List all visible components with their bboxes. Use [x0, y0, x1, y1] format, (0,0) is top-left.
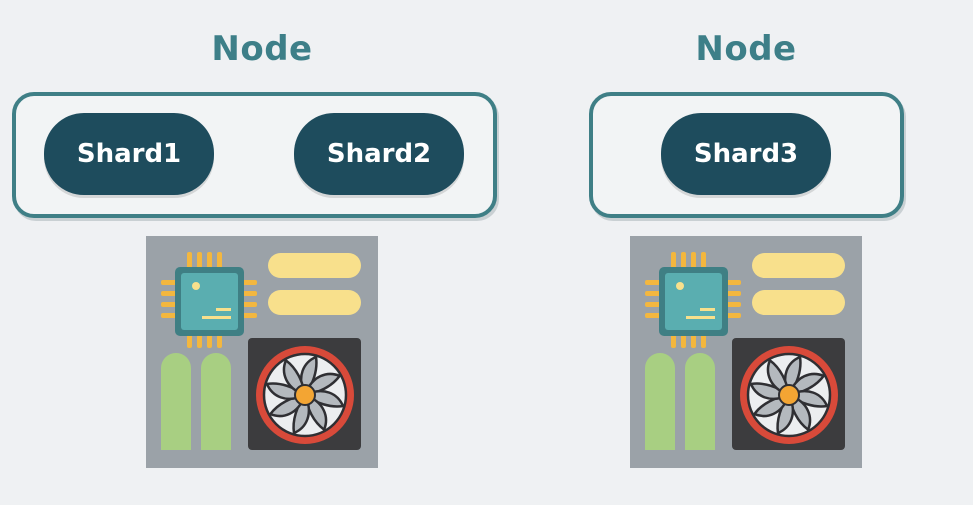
- cpu-chip-icon: [175, 267, 244, 336]
- node-1-title: Node: [211, 29, 313, 69]
- node-2-title: Node: [695, 29, 797, 69]
- cooling-fan-icon: [248, 338, 361, 450]
- ram-stick-2: [268, 290, 361, 315]
- expansion-slot-2: [201, 353, 231, 450]
- motherboard-icon: [146, 236, 378, 468]
- cpu-chip-icon: [659, 267, 728, 336]
- expansion-slot-1: [645, 353, 675, 450]
- shard-3: Shard3: [661, 113, 831, 195]
- shard-1: Shard1: [44, 113, 214, 195]
- expansion-slot-2: [685, 353, 715, 450]
- motherboard-icon: [630, 236, 862, 468]
- shard-2: Shard2: [294, 113, 464, 195]
- ram-stick-1: [268, 253, 361, 278]
- expansion-slot-1: [161, 353, 191, 450]
- cooling-fan-icon: [732, 338, 845, 450]
- ram-stick-1: [752, 253, 845, 278]
- ram-stick-2: [752, 290, 845, 315]
